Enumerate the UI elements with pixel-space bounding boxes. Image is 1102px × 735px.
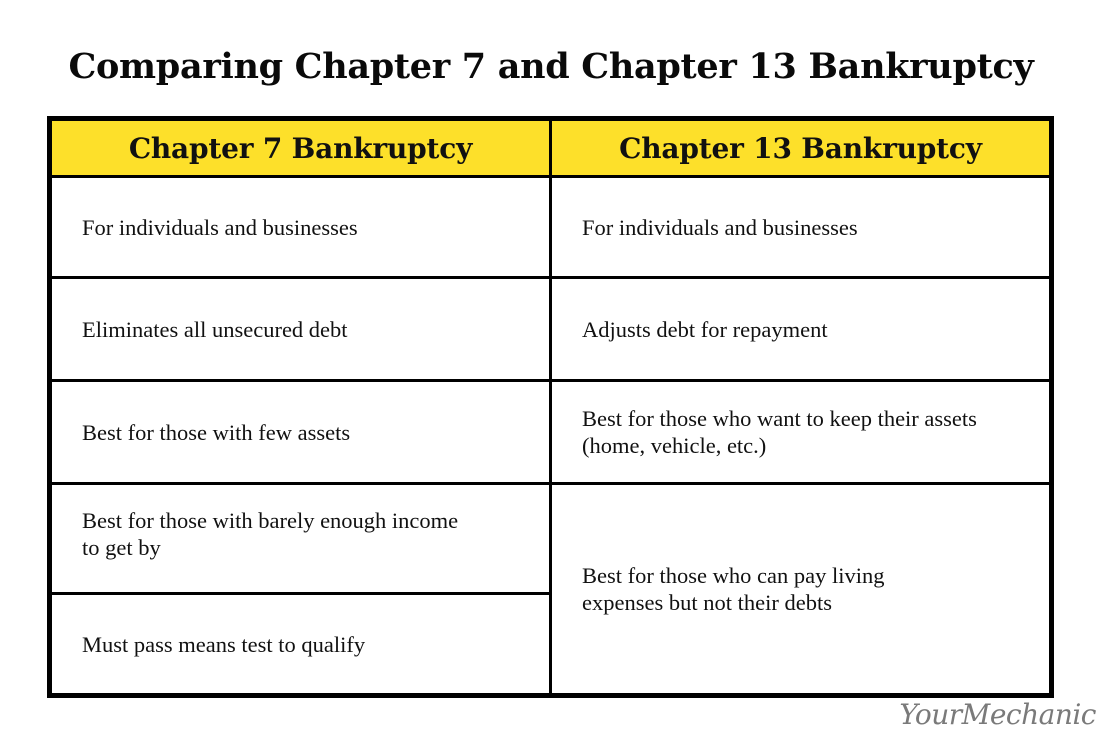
chapter7-cell: For individuals and businesses bbox=[48, 175, 552, 279]
chapter7-cell: Best for those with barely enough income… bbox=[48, 482, 552, 595]
chapter13-cell: Best for those who can pay living expens… bbox=[549, 482, 1053, 697]
header-row: Chapter 7 Bankruptcy Chapter 13 Bankrupt… bbox=[48, 117, 1053, 178]
chapter7-cell: Best for those with few assets bbox=[48, 379, 552, 485]
chapter7-cell: Must pass means test to qualify bbox=[48, 592, 552, 697]
chapter13-cell: For individuals and businesses bbox=[549, 175, 1053, 279]
header-chapter-13: Chapter 13 Bankruptcy bbox=[549, 117, 1053, 178]
table-row: Best for those with few assets Best for … bbox=[48, 379, 1053, 485]
chapter13-cell: Adjusts debt for repayment bbox=[549, 276, 1053, 382]
table-row: Must pass means test to qualify bbox=[48, 592, 1052, 697]
header-chapter-7: Chapter 7 Bankruptcy bbox=[48, 117, 552, 178]
table-row: For individuals and businesses For indiv… bbox=[48, 175, 1053, 279]
chapter13-cell: Best for those who want to keep their as… bbox=[549, 379, 1053, 485]
comparison-table: Chapter 7 Bankruptcy Chapter 13 Bankrupt… bbox=[47, 116, 1054, 698]
page-title: Comparing Chapter 7 and Chapter 13 Bankr… bbox=[68, 46, 1034, 87]
table-row: Best for those with barely enough income… bbox=[48, 482, 1053, 697]
chapter7-cell: Eliminates all unsecured debt bbox=[48, 276, 552, 382]
yourmechanic-logo: YourMechanic bbox=[899, 698, 1096, 731]
table-row: Eliminates all unsecured debt Adjusts de… bbox=[48, 276, 1053, 382]
